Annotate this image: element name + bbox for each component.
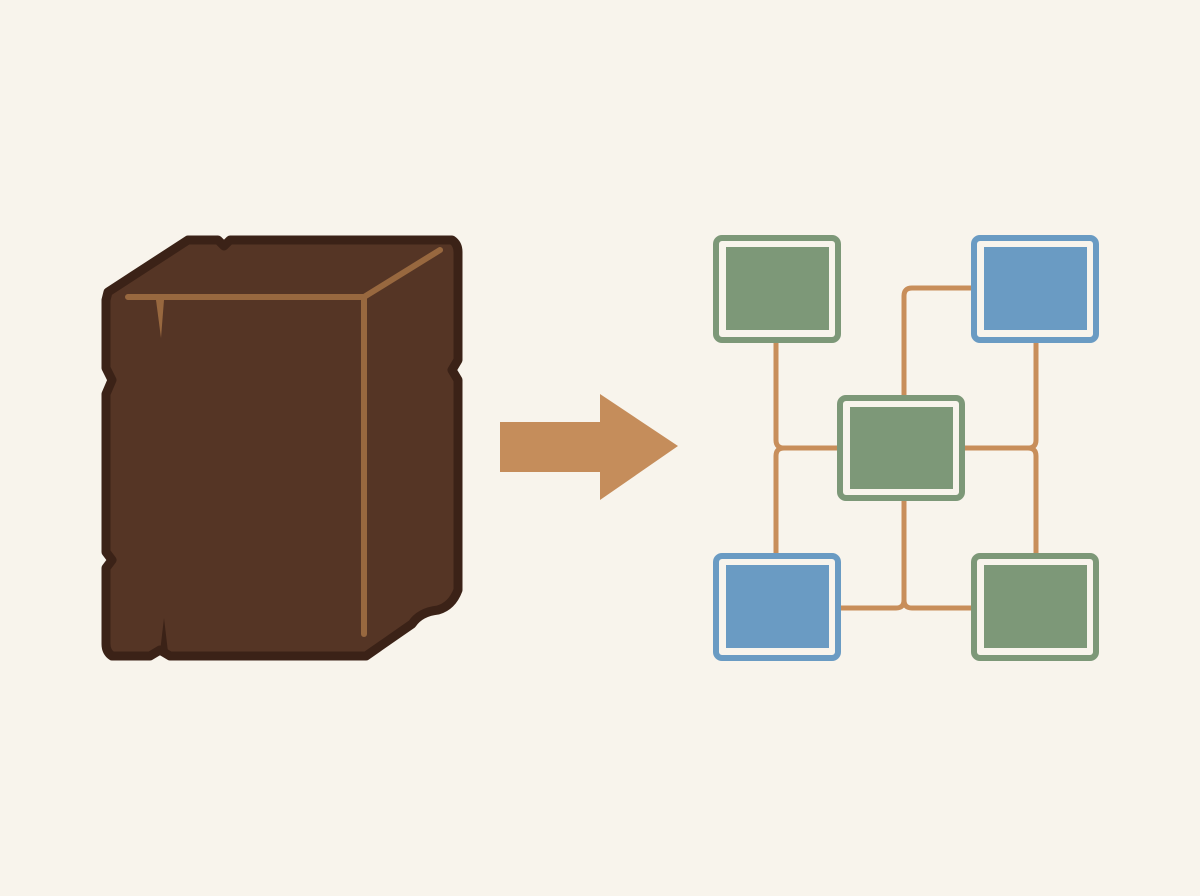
node-bottom-left	[713, 553, 841, 661]
block-body	[101, 235, 463, 661]
connector-bottom-right	[901, 597, 977, 611]
node-top-right	[971, 235, 1099, 343]
block-crack-bottom	[160, 618, 168, 652]
connector-left-vertical	[773, 445, 841, 559]
connector-lines	[773, 285, 1039, 611]
node-top-left	[713, 235, 841, 343]
modular-network-icon	[713, 235, 1099, 661]
block-crack-top	[156, 300, 164, 338]
node-bottom-right	[971, 553, 1099, 661]
connector-top-center	[901, 285, 977, 401]
connector-right-vertical	[959, 445, 1039, 559]
arrow-right-icon	[500, 394, 678, 500]
monolithic-block-icon	[101, 235, 463, 661]
node-center	[837, 395, 965, 501]
